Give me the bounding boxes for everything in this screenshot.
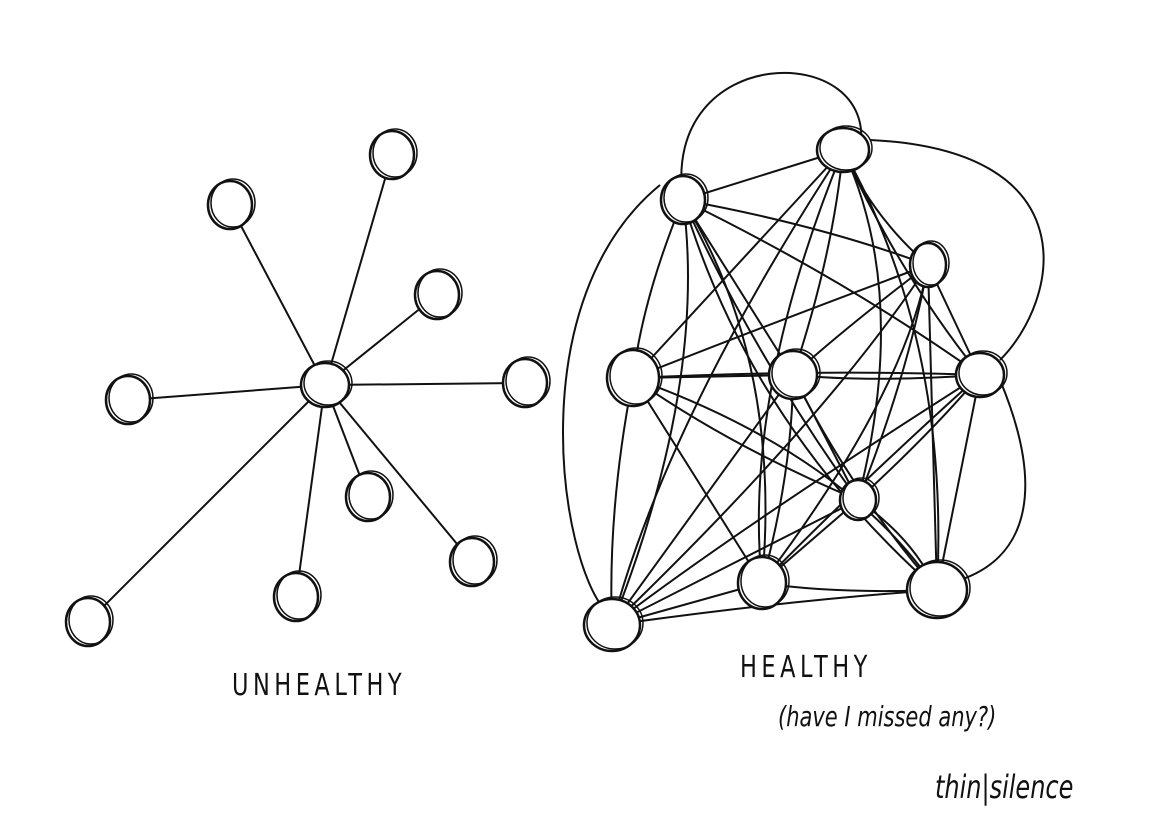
unhealthy-edge <box>295 384 326 598</box>
healthy-edge <box>611 374 981 626</box>
unhealthy-edge <box>87 384 326 623</box>
healthy-edge <box>857 264 929 501</box>
healthy-edge <box>611 589 938 626</box>
healthy-node <box>659 174 707 226</box>
unhealthy-spoke-node-outline <box>417 268 463 318</box>
healthy-edge <box>682 199 859 501</box>
healthy-edge <box>682 199 938 591</box>
signature: thin|silence <box>935 768 1074 806</box>
unhealthy-hub-node-outline <box>303 360 353 406</box>
healthy-edge <box>842 149 882 501</box>
unhealthy-spoke-node-outline <box>348 470 394 520</box>
unhealthy-label: UNHEALTHY <box>232 668 407 703</box>
healthy-node <box>767 349 819 401</box>
unhealthy-edge <box>324 384 473 563</box>
unhealthy-spoke-node <box>501 357 549 409</box>
healthy-edge <box>611 374 794 626</box>
healthy-edge <box>680 72 863 201</box>
healthy-edge <box>792 374 981 380</box>
healthy-node-outline <box>609 347 663 405</box>
healthy-edge <box>682 199 767 584</box>
healthy-edge <box>792 149 844 376</box>
unhealthy-spoke-node-outline <box>505 356 551 406</box>
unhealthy-edge <box>324 154 393 386</box>
healthy-node <box>815 126 871 174</box>
unhealthy-spoke-node <box>206 179 254 231</box>
healthy-node-outline <box>586 596 644 650</box>
healthy-node <box>582 597 642 653</box>
healthy-node <box>905 560 969 620</box>
unhealthy-spoke-node <box>413 269 461 321</box>
unhealthy-hub-node <box>299 361 351 409</box>
healthy-edge <box>632 264 929 379</box>
healthy-edge <box>959 379 1027 581</box>
unhealthy-edge <box>324 382 526 386</box>
healthy-node-outline <box>740 554 790 608</box>
healthy-edge <box>611 199 689 626</box>
healthy-edge <box>562 184 661 611</box>
healthy-note: (have I missed any?) <box>778 700 997 733</box>
healthy-node <box>605 348 661 408</box>
healthy-edge <box>682 199 794 376</box>
unhealthy-spoke-node <box>344 471 392 523</box>
unhealthy-spoke-node-outline <box>452 535 498 585</box>
unhealthy-spoke-node <box>104 374 152 426</box>
healthy-node-outline <box>912 240 950 286</box>
healthy-node-outline <box>663 173 709 223</box>
healthy-node-outline <box>842 477 880 519</box>
healthy-node-outline <box>909 559 971 617</box>
healthy-edge <box>611 264 929 626</box>
unhealthy-spoke-node <box>64 596 112 648</box>
healthy-node-outline <box>958 350 1008 396</box>
unhealthy-spoke-node-outline <box>108 373 154 423</box>
healthy-edge <box>632 377 763 584</box>
healthy-edge <box>632 377 859 501</box>
healthy-edge <box>761 264 929 584</box>
healthy-node <box>954 351 1006 399</box>
healthy-edge <box>857 374 981 501</box>
unhealthy-spoke-node-outline <box>372 128 418 178</box>
healthy-edge <box>611 149 844 626</box>
unhealthy-spoke-node-outline <box>276 570 322 620</box>
healthy-node-outline <box>819 125 873 171</box>
unhealthy-edge <box>127 384 326 401</box>
healthy-edge <box>610 377 634 626</box>
healthy-edge <box>632 377 938 591</box>
unhealthy-spoke-node <box>448 536 496 588</box>
healthy-node <box>838 478 878 522</box>
healthy-node-outline <box>771 348 821 398</box>
healthy-edge <box>869 139 1045 361</box>
healthy-edge <box>842 149 940 591</box>
unhealthy-edge <box>229 204 326 386</box>
unhealthy-spoke-node <box>368 129 416 181</box>
unhealthy-spoke-node <box>272 571 320 623</box>
unhealthy-spoke-node-outline <box>68 595 114 645</box>
healthy-node <box>736 555 788 611</box>
unhealthy-spoke-node-outline <box>210 178 256 228</box>
healthy-node <box>908 241 948 289</box>
healthy-edge <box>842 149 981 376</box>
healthy-label: HEALTHY <box>740 650 872 685</box>
healthy-edge <box>682 199 981 376</box>
healthy-edge <box>632 149 844 379</box>
